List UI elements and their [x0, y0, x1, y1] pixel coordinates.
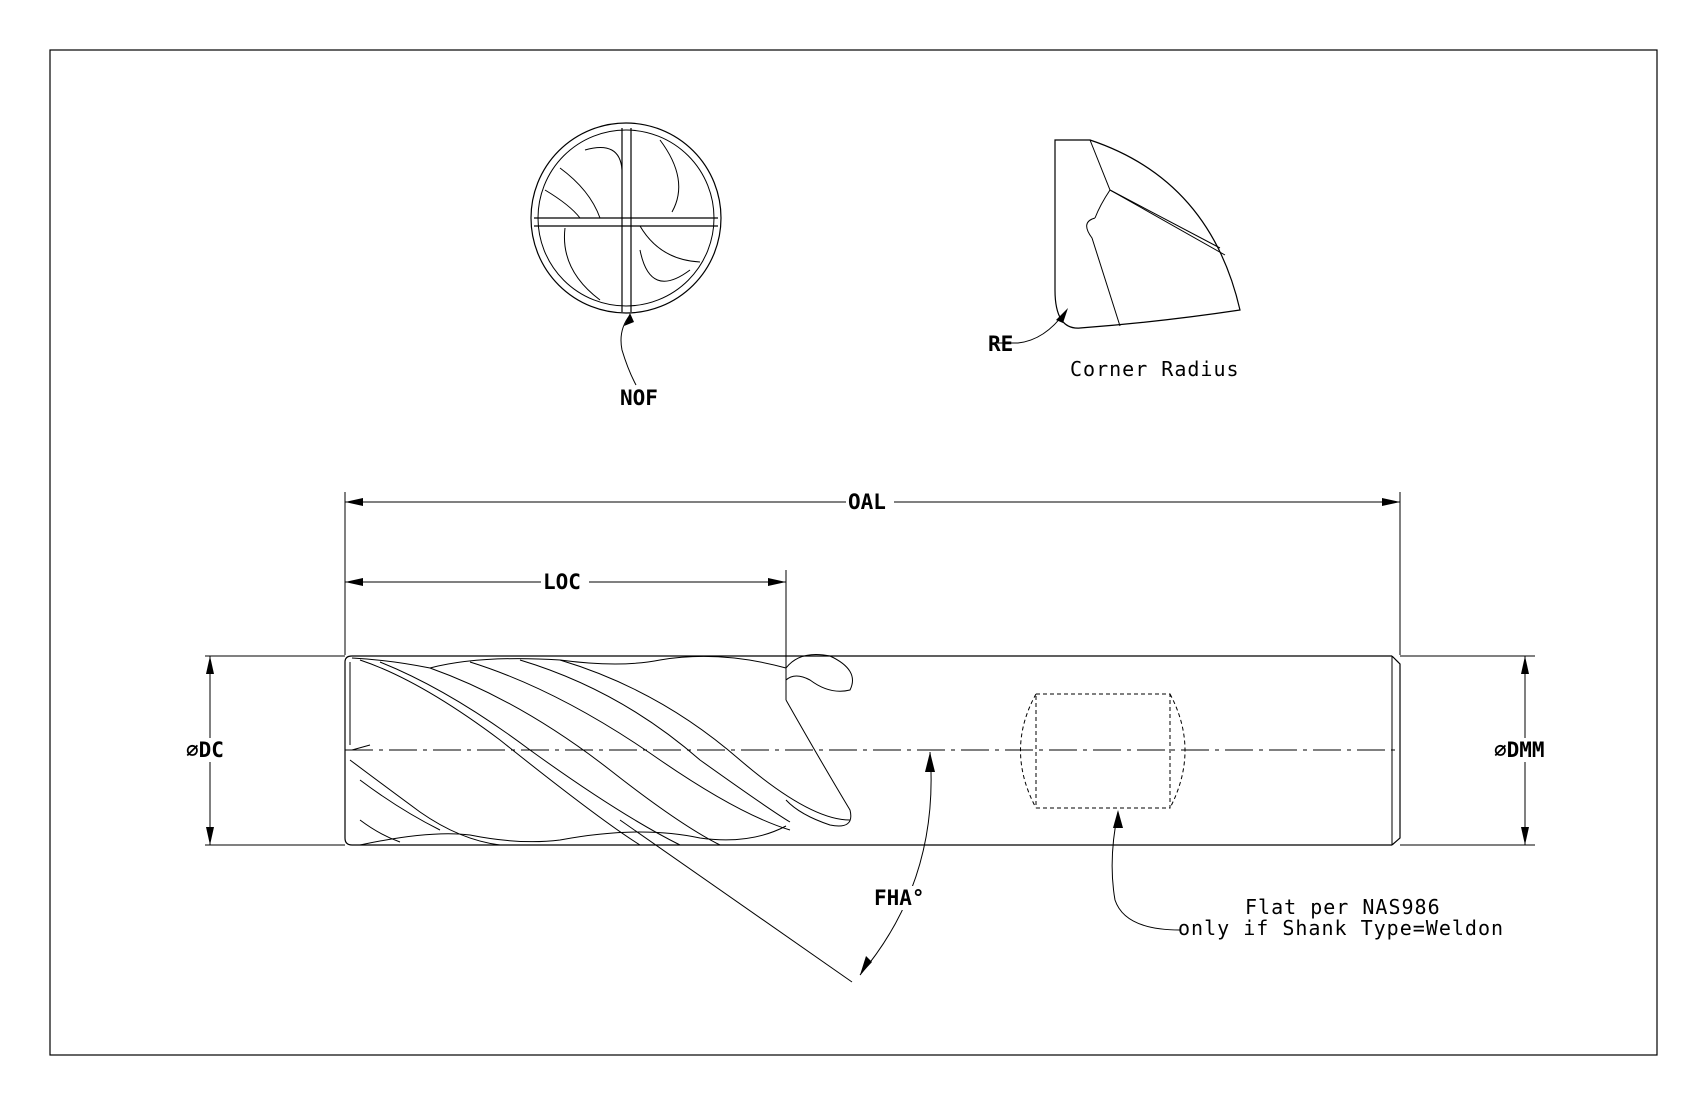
end-view-outer-circle [530, 122, 722, 314]
dmm-label: ⌀DMM [1494, 738, 1545, 762]
loc-label: LOC [543, 570, 581, 594]
re-label: RE [988, 332, 1013, 356]
corner-radius-outline [1054, 139, 1241, 329]
drawing-border [49, 49, 1658, 1056]
fha-label: FHA° [874, 886, 925, 910]
side-view: OAL LOC [186, 490, 1560, 983]
dc-label: ⌀DC [186, 738, 224, 762]
body-right-end [1391, 655, 1401, 846]
corner-radius-label: Corner Radius [1070, 357, 1240, 381]
flutes [349, 654, 853, 846]
end-view: NOF [530, 122, 722, 410]
weldon-flat [1020, 693, 1186, 809]
nof-label: NOF [620, 386, 658, 410]
fha-helix-line [619, 819, 853, 983]
nof-leader [620, 314, 637, 386]
flat-note-leader [1111, 811, 1181, 931]
oal-label: OAL [848, 490, 886, 514]
flat-note-line2: only if Shank Type=Weldon [1178, 916, 1504, 940]
corner-radius-view: RE Corner Radius [988, 139, 1241, 381]
fha-arc [859, 751, 932, 976]
flat-note-line1: Flat per NAS986 [1245, 895, 1441, 919]
